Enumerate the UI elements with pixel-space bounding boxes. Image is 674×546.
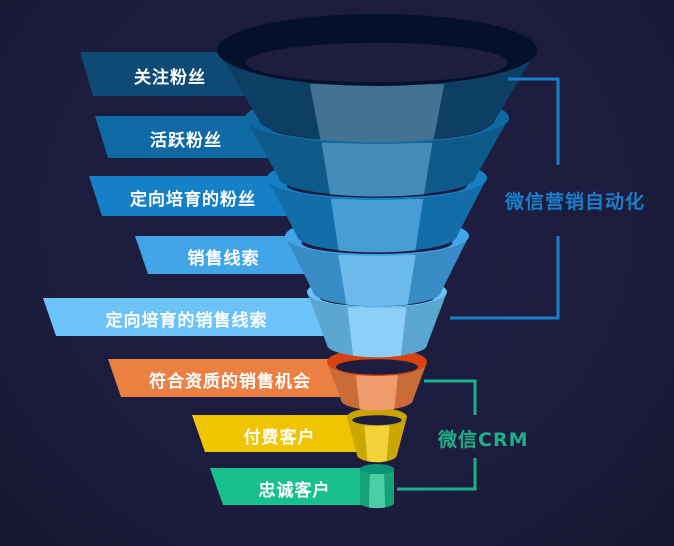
tier-highlight bbox=[364, 425, 390, 463]
stage-label: 付费客户 bbox=[243, 427, 316, 448]
tier-highlight bbox=[321, 142, 433, 197]
stage-label: 符合资质的销售机会 bbox=[149, 372, 311, 392]
tier-highlight bbox=[309, 84, 445, 143]
stage-label: 关注粉丝 bbox=[134, 68, 206, 88]
stage-banner bbox=[135, 236, 313, 274]
bracket-marketing-top bbox=[508, 77, 560, 165]
stage-banner bbox=[80, 52, 261, 96]
tier-highlight bbox=[356, 375, 398, 411]
stage-banner bbox=[210, 468, 380, 505]
stage-banner bbox=[95, 116, 278, 158]
stage-label: 定向培育的粉丝 bbox=[130, 190, 256, 210]
funnel-tier bbox=[360, 464, 394, 509]
tier-rim bbox=[360, 464, 394, 474]
funnel-tier bbox=[347, 408, 407, 463]
stage-banner bbox=[192, 415, 368, 452]
tier-highlight bbox=[347, 307, 407, 358]
bracket-marketing-bottom bbox=[450, 236, 560, 320]
stage-label: 活跃粉丝 bbox=[150, 131, 222, 151]
stage-banner bbox=[43, 298, 331, 336]
stage-banner bbox=[89, 176, 298, 216]
bracket-crm-bottom bbox=[397, 458, 477, 491]
stage-label: 忠诚客户 bbox=[258, 480, 331, 501]
group-label-wechat-marketing-automation: 微信营销自动化 bbox=[505, 191, 646, 213]
tier-opening bbox=[245, 42, 509, 83]
group-label-wechat-crm: 微信CRM bbox=[438, 429, 529, 451]
stage-label: 销售线索 bbox=[187, 249, 260, 269]
bracket-crm-top bbox=[424, 379, 477, 415]
tier-highlight bbox=[338, 255, 416, 307]
tier-highlight bbox=[368, 473, 386, 509]
funnel-top-opening bbox=[217, 14, 537, 50]
tier-opening bbox=[352, 415, 402, 426]
stage-label: 定向培育的销售线索 bbox=[105, 311, 268, 331]
stage-banner bbox=[108, 359, 353, 397]
tier-highlight bbox=[330, 198, 424, 253]
tier-opening bbox=[336, 359, 418, 375]
